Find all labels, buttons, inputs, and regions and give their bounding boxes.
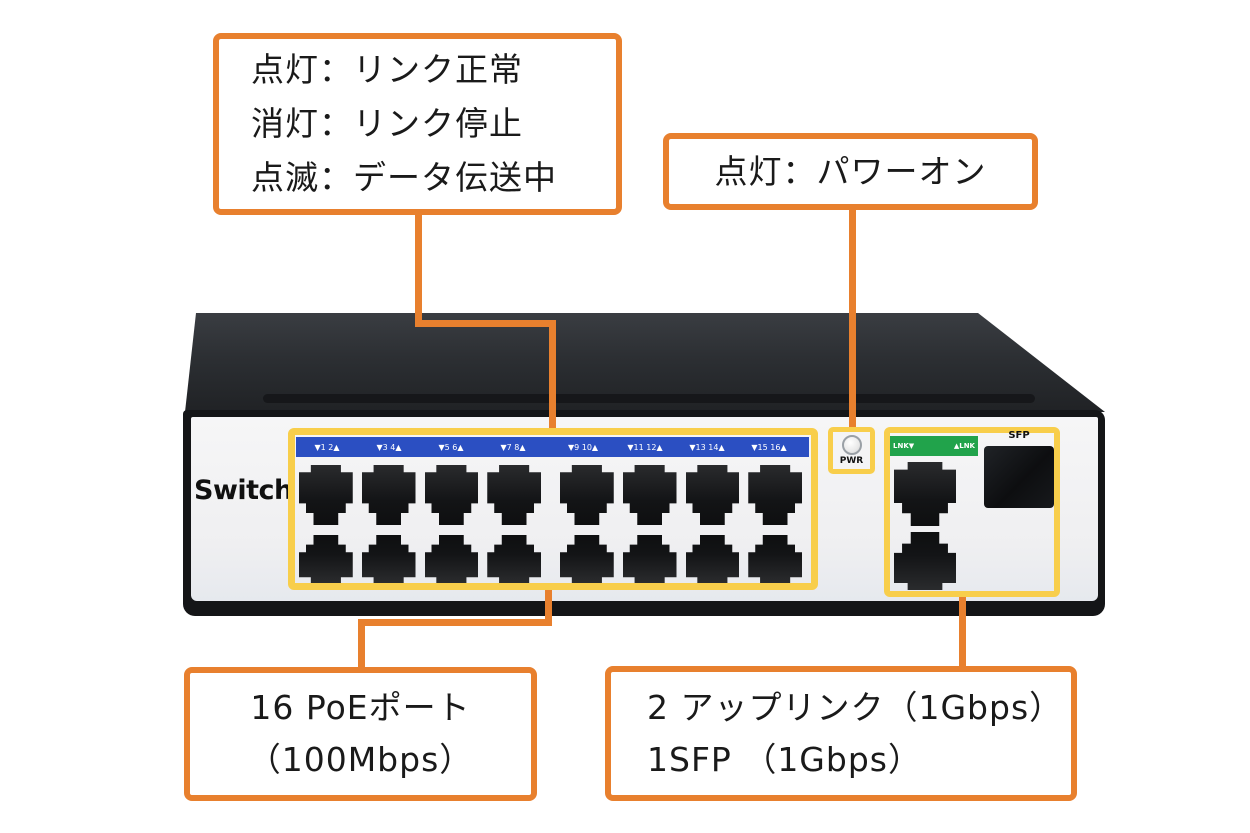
port-group-label: ▼9 10▲: [567, 442, 599, 452]
pwr-label: PWR: [839, 456, 864, 466]
rj45-port: [487, 465, 541, 525]
rj45-port: [748, 465, 802, 525]
rj45-port: [560, 465, 614, 525]
sfp-port: [984, 446, 1054, 508]
port-row-bottom: [299, 535, 811, 583]
callout-text-line: 点滅：データ伝送中: [251, 158, 557, 197]
rj45-port: [685, 465, 740, 525]
rj45-port: [299, 535, 353, 583]
port-group-label: ▼3 4▲: [376, 442, 402, 452]
port-row-top: [299, 465, 811, 525]
port-group-label: ▼13 14▲: [689, 442, 725, 452]
uplink-led-label-left: LNK▼: [893, 442, 915, 450]
connector-link-legend-horizontal: [415, 320, 556, 327]
rj45-port: [487, 535, 541, 583]
rj45-port: [361, 465, 416, 525]
callout-link-led-legend: 点灯：リンク正常 消灯：リンク停止 点滅：データ伝送中: [213, 33, 622, 215]
callout-text-line: 点灯：リンク正常: [251, 50, 523, 89]
callout-text-line: 消灯：リンク停止: [251, 104, 523, 143]
poe-ports-highlight-box: ▼1 2▲ ▼3 4▲ ▼5 6▲ ▼7 8▲ ▼9 10▲ ▼11 12▲ ▼13 14▲…: [288, 428, 818, 590]
switch-top-surface: [185, 313, 1105, 412]
uplink-led-label-right: ▲LNK: [953, 442, 975, 450]
callout-text-line: （100Mbps）: [247, 740, 474, 779]
uplink-highlight-box: [884, 427, 1060, 597]
vent-groove: [263, 394, 1035, 403]
rj45-port: [686, 535, 740, 583]
rj45-port: [622, 465, 677, 525]
uplink-led-strip: LNK▼ ▲LNK: [890, 436, 978, 456]
port-group-label: ▼15 16▲: [751, 442, 787, 452]
rj45-port: [560, 535, 614, 583]
port-group-label: ▼11 12▲: [627, 442, 663, 452]
callout-uplink-sfp: 2 アップリンク（1Gbps） 1SFP （1Gbps）: [605, 666, 1077, 801]
port-group-label: ▼1 2▲: [314, 442, 340, 452]
connector-link-legend-drop: [549, 322, 556, 432]
rj45-port: [299, 465, 353, 525]
port-group-label: ▼7 8▲: [500, 442, 526, 452]
callout-text-line: 16 PoEポート: [250, 688, 471, 727]
pwr-led-highlight-box: PWR: [828, 427, 875, 474]
brand-label: Switch: [194, 475, 293, 506]
connector-poe-ports-vertical: [358, 623, 365, 669]
power-led-icon: [841, 435, 862, 455]
rj45-port: [362, 535, 416, 583]
rj45-port: [623, 535, 677, 583]
connector-link-legend-vertical: [415, 213, 422, 325]
callout-poe-ports: 16 PoEポート （100Mbps）: [184, 667, 537, 801]
connector-poe-ports-drop: [545, 586, 552, 626]
callout-text-line: 2 アップリンク（1Gbps）: [647, 687, 1064, 727]
callout-text-line: 点灯：パワーオン: [714, 152, 987, 191]
rj45-port: [424, 465, 479, 525]
callout-power-led: 点灯：パワーオン: [663, 133, 1038, 210]
rj45-port: [748, 535, 802, 583]
port-number-strip: ▼1 2▲ ▼3 4▲ ▼5 6▲ ▼7 8▲ ▼9 10▲ ▼11 12▲ ▼13 14▲…: [296, 437, 809, 457]
port-group-label: ▼5 6▲: [438, 442, 464, 452]
sfp-label: SFP: [1008, 430, 1030, 441]
connector-poe-ports-horizontal: [358, 619, 552, 626]
rj45-port: [425, 535, 479, 583]
connector-power-led: [849, 207, 856, 431]
connector-uplink: [959, 594, 966, 668]
callout-text-line: 1SFP （1Gbps）: [647, 739, 922, 779]
